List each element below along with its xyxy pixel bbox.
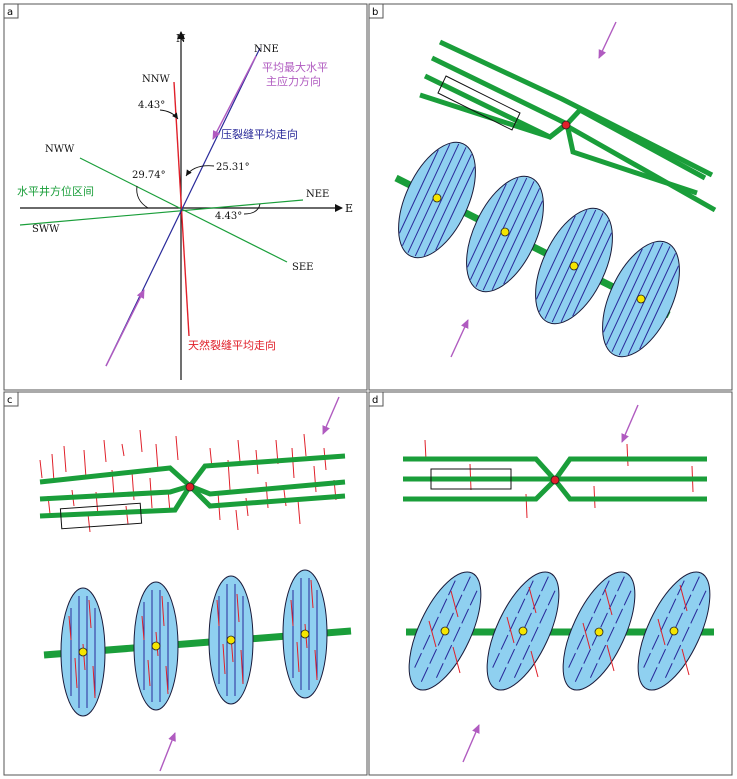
stress-label-line2: 主应力方向 xyxy=(266,74,321,88)
angle-nww: 29.74° xyxy=(132,170,166,181)
axis-label-n: N xyxy=(176,32,186,45)
stress-label-line1: 平均最大水平 xyxy=(262,60,328,74)
perforation-point xyxy=(300,629,310,639)
perforation-point xyxy=(669,626,679,636)
angle-nee: 4.43° xyxy=(215,211,242,222)
panel-d: d xyxy=(368,391,733,776)
perforation-points xyxy=(432,193,646,304)
line-hydraulic-fracture xyxy=(105,47,261,367)
perforation-point xyxy=(432,193,442,203)
perforation-point xyxy=(440,626,450,636)
angle-arc-nnw xyxy=(159,109,179,120)
perforation-point xyxy=(226,635,236,645)
perforation-points xyxy=(440,626,679,637)
angle-arc-nne xyxy=(185,165,215,177)
natural-fracture-label: 天然裂缝平均走向 xyxy=(188,338,276,352)
angle-arc-nww xyxy=(136,185,149,209)
panel-c: c xyxy=(3,391,368,776)
highlight-box xyxy=(430,468,512,490)
highlight-box xyxy=(59,502,143,530)
stress-arrow-top xyxy=(598,21,617,59)
label-see: SEE xyxy=(292,262,313,273)
perforation-point xyxy=(500,227,510,237)
label-nee: NEE xyxy=(306,189,329,200)
perforation-point xyxy=(151,641,161,651)
perforation-point xyxy=(636,294,646,304)
panel-d-label: d xyxy=(372,395,378,406)
junction-point xyxy=(550,475,560,485)
angle-arc-nee xyxy=(243,203,261,215)
label-nne: NNE xyxy=(254,44,279,55)
highlight-box xyxy=(437,75,521,131)
perforation-point xyxy=(569,261,579,271)
axis-label-e: E xyxy=(345,202,353,215)
label-nww: NWW xyxy=(45,144,75,155)
stress-arrow-bottom xyxy=(450,319,469,358)
line-sww-nee xyxy=(19,199,304,226)
junction-point xyxy=(561,120,571,130)
panel-b-label: b xyxy=(372,7,378,18)
panel-a: a N E NNW NNE NWW NEE SWW SEE 4.43° 25.3… xyxy=(3,3,368,391)
panel-b: b xyxy=(368,3,733,391)
angle-nnw: 4.43° xyxy=(138,100,165,111)
azimuth-range-label: 水平井方位区间 xyxy=(17,184,94,198)
stress-arrow-top xyxy=(322,396,340,435)
panel-a-label: a xyxy=(7,7,13,18)
stress-arrow-bottom xyxy=(105,289,145,367)
perforation-points xyxy=(78,629,310,657)
label-sww: SWW xyxy=(32,224,60,235)
stress-arrow-bottom xyxy=(462,724,480,763)
perforation-point xyxy=(594,627,604,637)
stress-arrow-top xyxy=(621,404,639,443)
angle-nne: 25.31° xyxy=(216,162,250,173)
panel-c-label: c xyxy=(7,395,13,406)
perforation-point xyxy=(78,647,88,657)
stress-arrow-bottom xyxy=(159,732,176,772)
label-nnw: NNW xyxy=(142,74,171,85)
well-path xyxy=(438,39,714,178)
junction-point xyxy=(185,482,195,492)
perforation-point xyxy=(518,626,528,636)
compress-label: 压裂缝平均走向 xyxy=(221,127,298,141)
stress-arrow-top xyxy=(212,55,257,140)
